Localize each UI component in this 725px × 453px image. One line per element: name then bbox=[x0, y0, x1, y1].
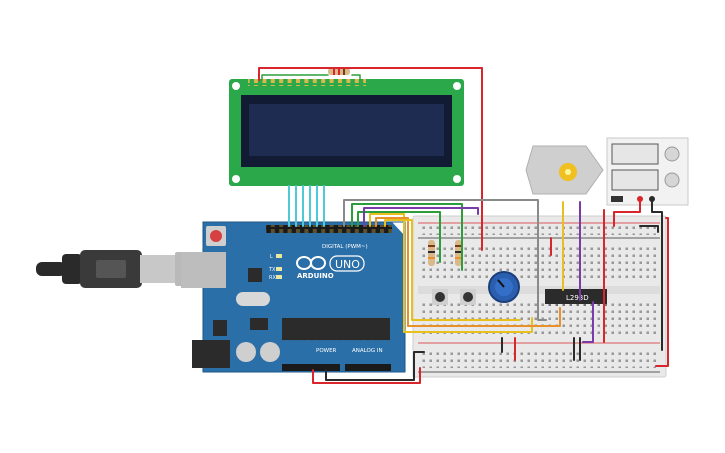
wire-yellow[interactable] bbox=[369, 213, 533, 333]
wire-black-rail[interactable] bbox=[639, 225, 659, 233]
wire-red-supply-plus[interactable] bbox=[613, 199, 641, 227]
crystal bbox=[236, 292, 270, 306]
led-rx bbox=[276, 275, 282, 279]
lcd-screen bbox=[249, 104, 444, 156]
wire-black-supply-minus[interactable] bbox=[651, 199, 663, 351]
wire-green[interactable] bbox=[351, 203, 463, 271]
wire-purple[interactable] bbox=[363, 207, 479, 227]
regulator bbox=[250, 318, 268, 330]
wire-green-lcd[interactable] bbox=[261, 74, 329, 81]
wire-5v[interactable] bbox=[312, 367, 421, 384]
push-button[interactable] bbox=[460, 289, 476, 305]
wire-red-rail[interactable] bbox=[655, 217, 669, 367]
motor-driver-chip[interactable]: L293D bbox=[545, 285, 607, 308]
digital-label: DIGITAL (PWM~) bbox=[322, 244, 368, 250]
wire-gnd[interactable] bbox=[325, 351, 425, 381]
capacitor bbox=[236, 342, 256, 362]
arduino-infinity-icon bbox=[296, 256, 326, 270]
analog-header[interactable] bbox=[345, 364, 391, 371]
resistor[interactable] bbox=[455, 240, 462, 266]
wire-red-lcd[interactable] bbox=[258, 67, 483, 251]
usb-jack bbox=[181, 252, 226, 288]
atmega-chip bbox=[282, 314, 390, 344]
arduino-brand: ARDUINO bbox=[297, 272, 334, 280]
power-jack bbox=[192, 340, 230, 368]
led-label-tx: TX bbox=[268, 267, 276, 273]
wire-orange[interactable] bbox=[375, 217, 561, 327]
lcd-display-16x2[interactable] bbox=[229, 79, 464, 186]
potentiometer[interactable] bbox=[488, 271, 520, 303]
analog-label: ANALOG IN bbox=[352, 348, 383, 354]
wire-purple[interactable] bbox=[582, 301, 594, 343]
power-label: POWER bbox=[316, 348, 337, 354]
led-l bbox=[276, 254, 282, 258]
wire-green-lcd[interactable] bbox=[351, 74, 361, 81]
led-label-l: L bbox=[270, 254, 273, 260]
dc-motor-icon bbox=[525, 145, 604, 195]
capacitor bbox=[260, 342, 280, 362]
chip-label: L293D bbox=[566, 294, 589, 302]
power-supply[interactable] bbox=[606, 137, 689, 206]
wire-yellow[interactable] bbox=[384, 219, 521, 321]
led-tx bbox=[276, 267, 282, 271]
push-button[interactable] bbox=[432, 289, 448, 305]
arduino-uno-board[interactable]: DIGITAL (PWM~) ARDUINO UNO POWER ANALOG … bbox=[181, 221, 406, 373]
lcd-resistor[interactable] bbox=[328, 68, 350, 75]
wire-green[interactable] bbox=[357, 211, 441, 263]
led-label-rx: RX bbox=[269, 275, 276, 281]
wire-set[interactable] bbox=[258, 67, 669, 384]
breadboard[interactable] bbox=[412, 215, 667, 378]
lcd-pin-header[interactable] bbox=[248, 79, 366, 86]
usb-controller-chip bbox=[248, 268, 262, 282]
wire-gray[interactable] bbox=[343, 199, 547, 321]
arduino-model: UNO bbox=[335, 258, 360, 271]
reset-button[interactable] bbox=[206, 226, 226, 246]
bottom-power-rails[interactable] bbox=[420, 352, 658, 368]
regulator bbox=[213, 320, 227, 336]
power-header[interactable] bbox=[282, 364, 340, 371]
bench-power-supply-icon bbox=[606, 137, 689, 206]
resistor[interactable] bbox=[428, 240, 435, 266]
dc-motor[interactable] bbox=[525, 145, 604, 195]
